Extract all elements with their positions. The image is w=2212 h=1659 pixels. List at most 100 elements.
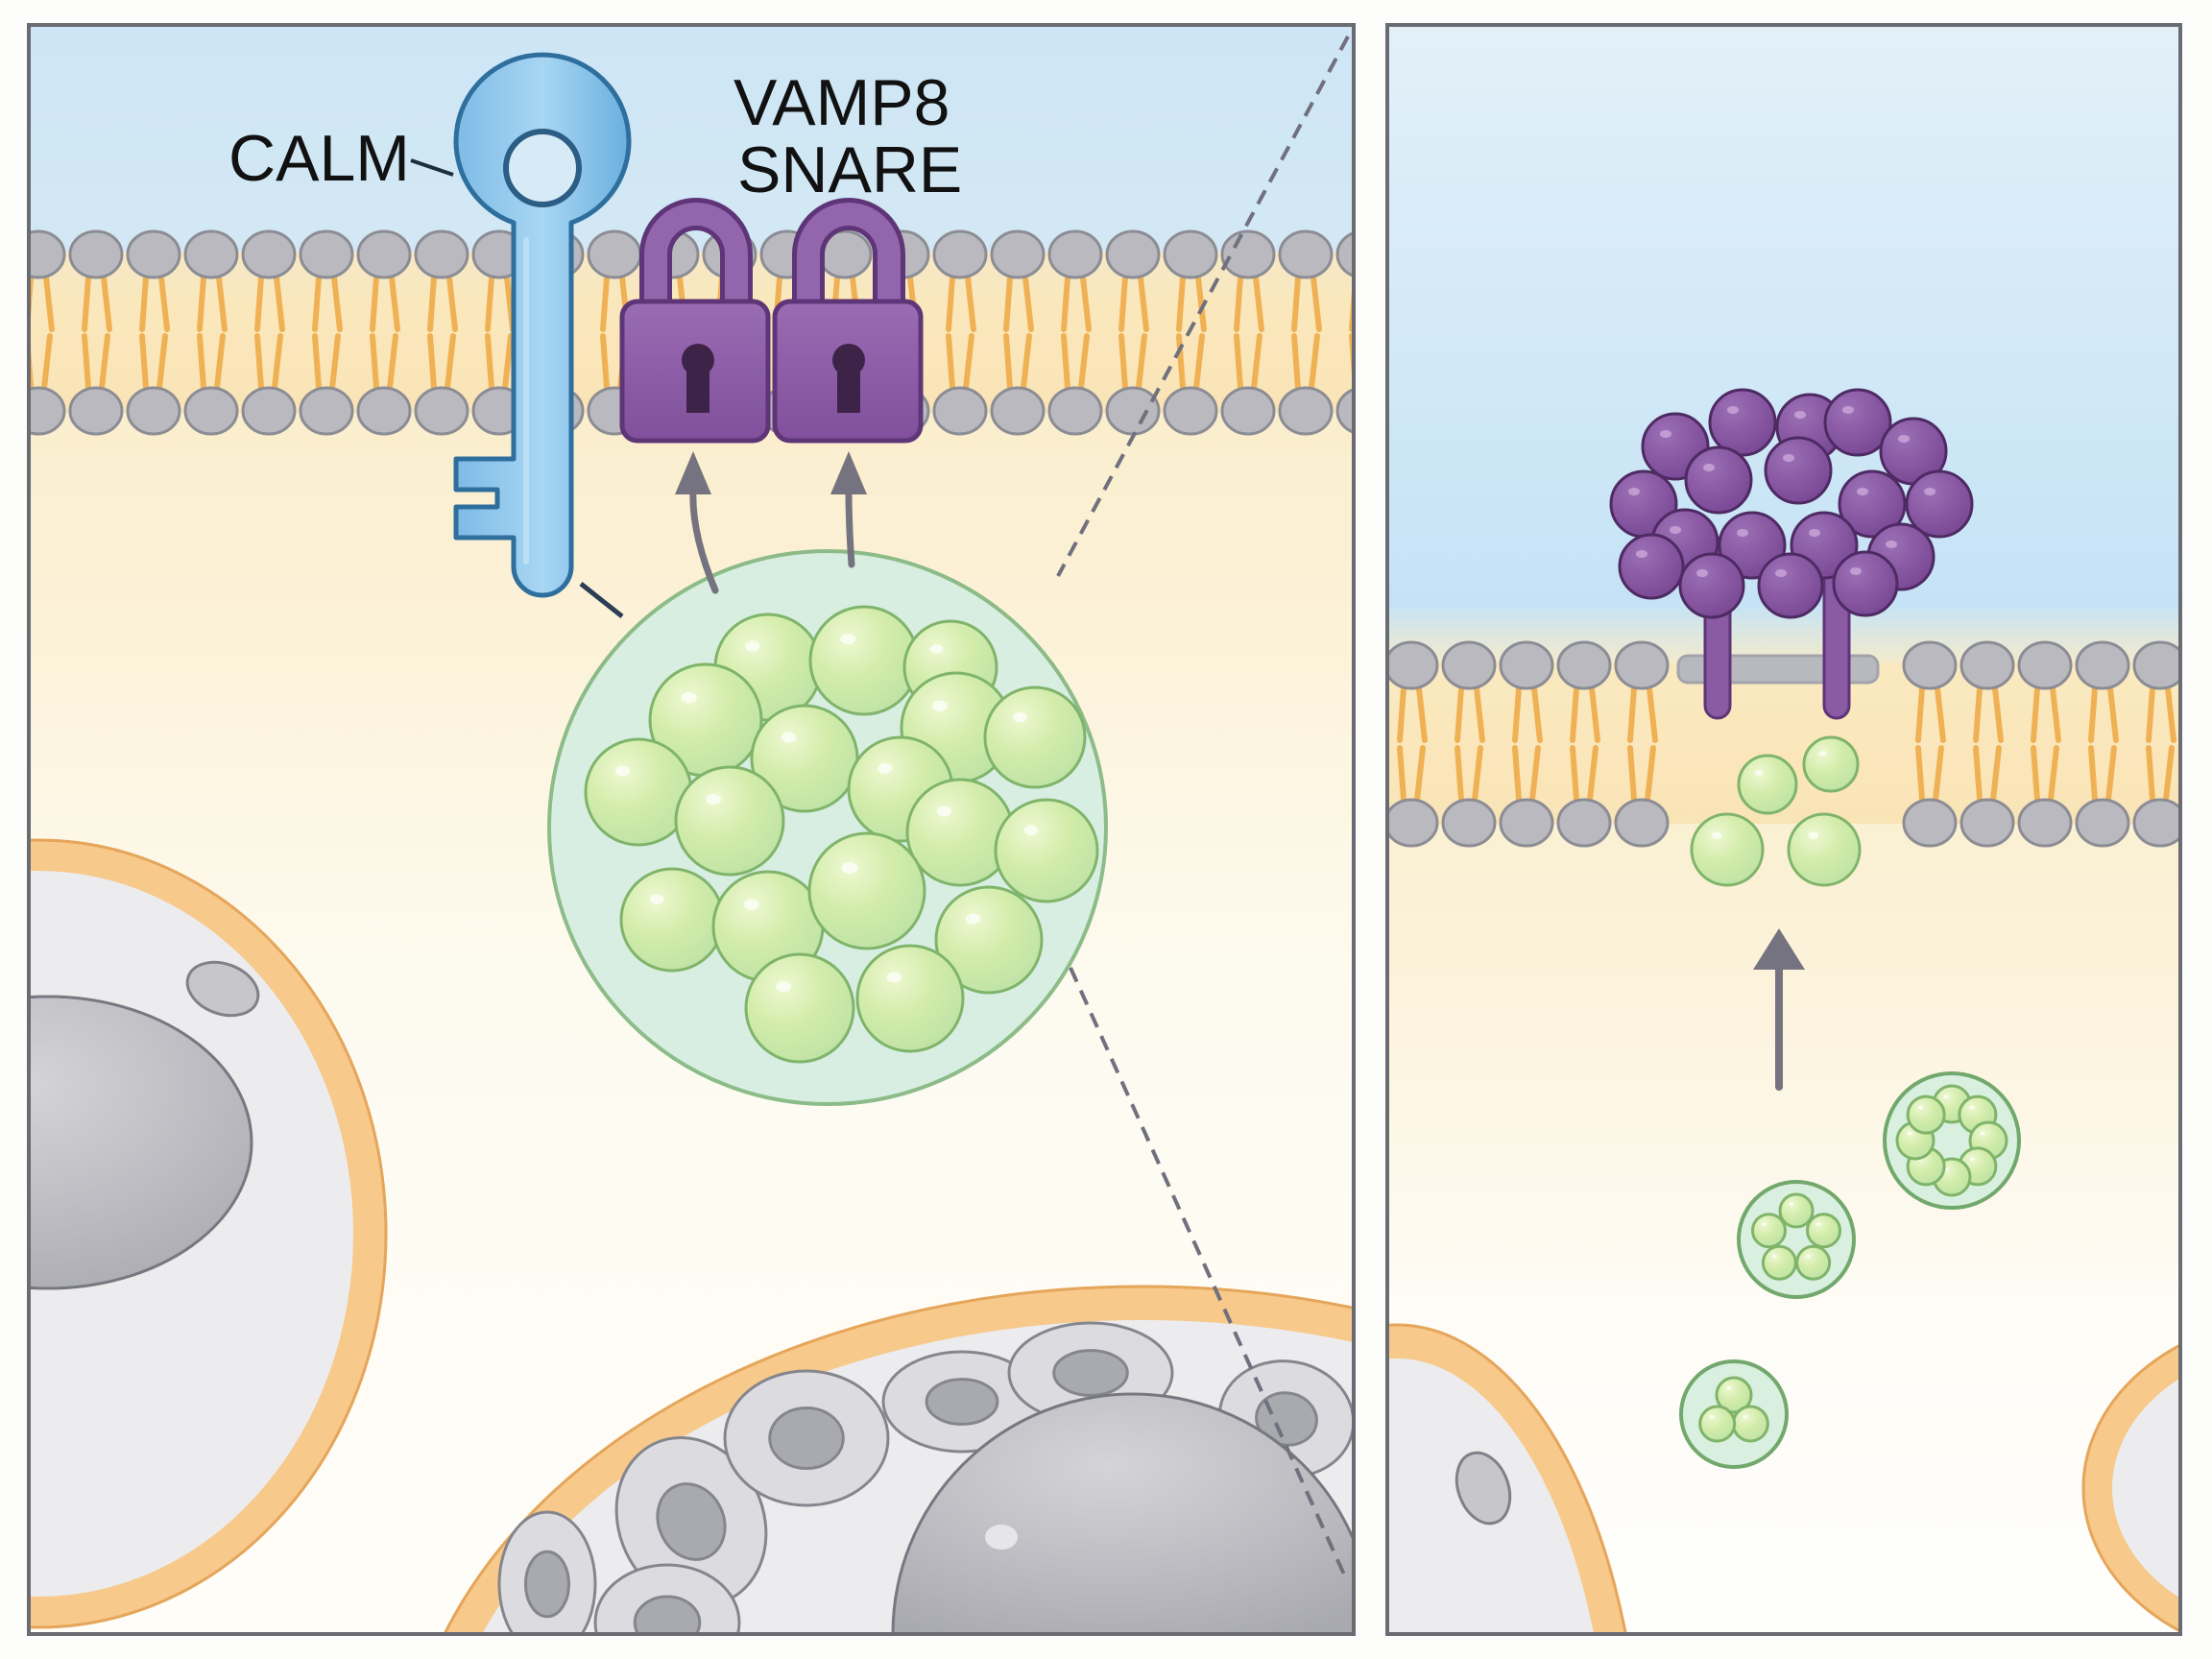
- lipid-head: [1614, 640, 1670, 690]
- lipid-head: [1335, 231, 1354, 277]
- released-granules: [1690, 735, 1862, 887]
- granule: [905, 778, 1015, 887]
- lipid-tail: [1627, 745, 1637, 803]
- nucleus: [891, 1392, 1354, 1634]
- granule: [808, 605, 920, 716]
- phospholipid: [1047, 229, 1103, 436]
- lipid-tail: [1309, 333, 1320, 391]
- trafficking-vesicles: [1679, 1071, 2021, 1469]
- granule: [619, 867, 725, 973]
- lipid-tail: [1371, 277, 1377, 329]
- lipid-head: [241, 386, 297, 436]
- lipid-tail: [370, 333, 379, 391]
- phospholipid: [1556, 640, 1612, 848]
- lipid-head: [1441, 798, 1497, 848]
- granule: [1698, 1405, 1737, 1443]
- lipid-tail: [274, 275, 285, 332]
- lipid-tail: [329, 333, 341, 391]
- granule: [934, 885, 1044, 995]
- lipid-tail: [216, 275, 228, 332]
- lipid-tail: [427, 333, 437, 391]
- lipid-tail: [82, 333, 91, 391]
- lipid-head: [2075, 798, 2130, 848]
- calm-vesicle-tether: [579, 582, 624, 618]
- granule: [994, 798, 1099, 903]
- lipid-tail: [254, 333, 264, 391]
- lipid-tail: [1915, 745, 1925, 803]
- lipid-tail: [485, 275, 494, 332]
- lipid-head: [414, 229, 469, 279]
- lipid-tail: [1021, 333, 1032, 391]
- lipid-tail: [1570, 745, 1579, 803]
- lipid-tail: [2146, 745, 2155, 803]
- lipid-tail: [2163, 745, 2175, 803]
- cytoplasmic-granule: [881, 1350, 1043, 1454]
- lipid-tail: [1118, 333, 1128, 391]
- lipid-tail: [2088, 745, 2098, 803]
- granule: [1795, 1244, 1832, 1281]
- snare-protein-subunit: [1838, 469, 1907, 539]
- phospholipid: [1960, 640, 2015, 848]
- cytoplasmic-granule: [497, 1510, 597, 1634]
- lipid-head: [1105, 386, 1161, 436]
- lipid-tail: [312, 275, 322, 332]
- lipid-tail: [1176, 275, 1186, 332]
- trafficking-vesicle: [1737, 1180, 1856, 1299]
- right-panel: [1387, 25, 2180, 1634]
- phospholipid: [1499, 640, 1554, 848]
- lipid-tail: [1512, 685, 1522, 743]
- mast-cell-left: [29, 838, 388, 1629]
- released-granule: [1802, 735, 1860, 793]
- phospholipid: [299, 229, 354, 436]
- vamp8-label: VAMP8: [733, 66, 950, 139]
- snare-label: SNARE: [737, 133, 962, 206]
- lipid-tail: [1474, 685, 1485, 743]
- granule: [1731, 1405, 1769, 1443]
- lipid-tail: [197, 275, 206, 332]
- lipid-head: [1556, 798, 1612, 848]
- lipid-head: [1614, 798, 1670, 848]
- lipid-tail: [2031, 685, 2040, 743]
- lipid-head: [1335, 388, 1354, 434]
- lipid-tail: [1310, 275, 1322, 332]
- lipid-tail: [965, 275, 976, 332]
- arrowhead-icon: [675, 451, 711, 494]
- granule: [1906, 1094, 1946, 1135]
- nucleus-highlight: [985, 1525, 1018, 1550]
- phospholipid: [1387, 640, 1439, 848]
- granule: [674, 765, 785, 877]
- lipid-tail: [2165, 685, 2176, 743]
- lipid-head: [126, 229, 181, 279]
- phospholipid: [2075, 640, 2130, 848]
- phospholipid: [1105, 229, 1161, 436]
- secretory-granule-vesicle: [547, 549, 1108, 1106]
- lipid-tail: [312, 333, 322, 391]
- lipid-tail: [427, 275, 437, 332]
- lipid-head: [587, 229, 642, 279]
- lipid-tail: [1136, 333, 1147, 391]
- lipid-tail: [82, 275, 91, 332]
- lipid-tail: [1645, 745, 1656, 803]
- lipid-tail: [946, 333, 955, 391]
- granule: [855, 944, 965, 1053]
- lipid-tail: [1369, 336, 1375, 388]
- phospholipid: [356, 229, 412, 436]
- lipid-tail: [2107, 685, 2119, 743]
- granule: [1761, 1244, 1797, 1281]
- released-granule: [1787, 812, 1862, 887]
- lipid-head: [1960, 640, 2015, 690]
- zoom-line-bottom: [1069, 967, 1346, 1575]
- phospholipid: [183, 229, 239, 436]
- snare-protein-subunit: [1832, 550, 1899, 617]
- zoom-line-top: [1056, 36, 1350, 577]
- lipid-head: [932, 229, 988, 279]
- phospholipid: [1614, 640, 1670, 848]
- lipid-tail: [1531, 685, 1543, 743]
- lipid-tail: [1627, 685, 1637, 743]
- granule: [750, 704, 859, 813]
- lipid-tail: [1061, 333, 1070, 391]
- lipid-head: [990, 229, 1046, 279]
- arrow-to-lock-2: [845, 486, 855, 568]
- lipid-head: [1163, 386, 1218, 436]
- lipid-tail: [389, 275, 400, 332]
